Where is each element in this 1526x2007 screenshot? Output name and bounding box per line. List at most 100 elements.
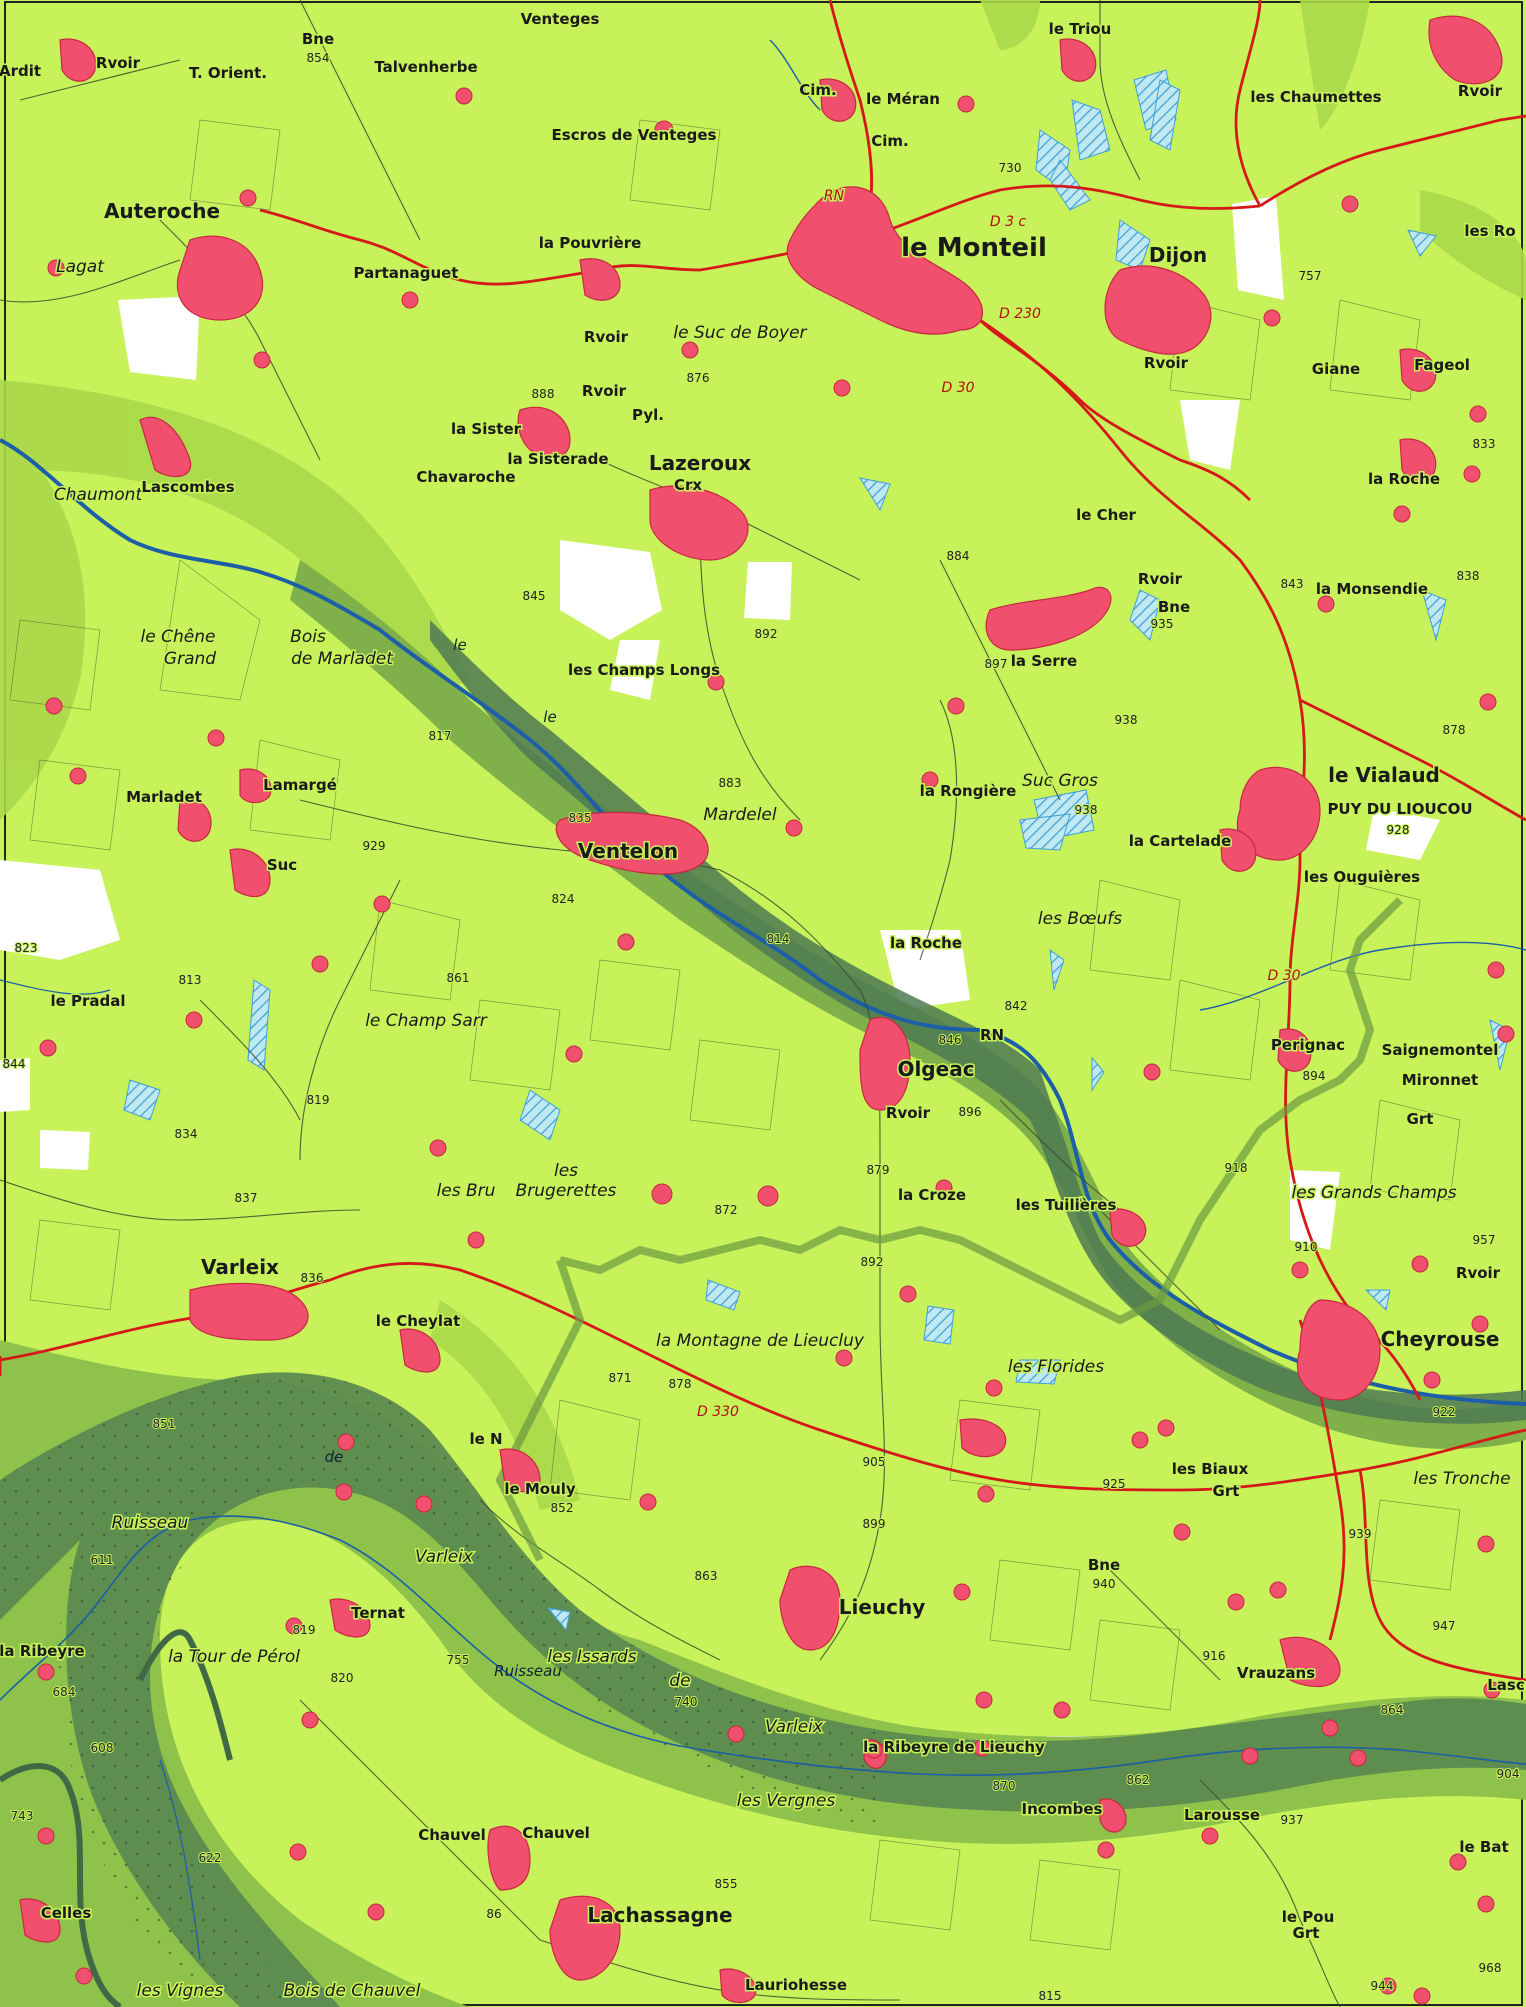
settlement-dijon — [1104, 265, 1212, 355]
label-la-monsendie-45: la Monsendie — [1316, 580, 1428, 598]
label-olgeac-94: Olgeac — [897, 1057, 974, 1081]
forest-shading — [0, 0, 1526, 1510]
label-918-101: 918 — [1225, 1161, 1248, 1175]
label-le-m-ran-8: le Méran — [866, 90, 940, 108]
marladet-valley — [290, 560, 1526, 1449]
settlement-lascombes — [139, 416, 192, 478]
label-le-pou-175: le Pou — [1282, 1908, 1335, 1926]
settlement-la-cartelade — [1219, 828, 1257, 872]
label-brugerettes-104: Brugerettes — [516, 1181, 617, 1201]
label-la-roche-39: la Roche — [1368, 470, 1440, 488]
label-la-roche-80: la Roche — [890, 934, 962, 952]
label-843-44: 843 — [1281, 577, 1304, 591]
marsh-areas — [123, 69, 1511, 1632]
settlement-le-meran — [819, 78, 857, 122]
label-684-154: 684 — [53, 1685, 76, 1699]
label-922-123: 922 — [1433, 1405, 1456, 1419]
label-904-161: 904 — [1497, 1767, 1520, 1781]
label-fageol-27: Fageol — [1414, 356, 1470, 374]
label-813-83: 813 — [179, 973, 202, 987]
label-les-bru-103: les Bru — [437, 1181, 496, 1201]
label-lagat-22: Lagat — [56, 257, 105, 277]
label-chaumont-36: Chaumont — [54, 485, 144, 505]
label-larousse-164: Larousse — [1184, 1806, 1260, 1824]
settlement-olgeac — [859, 1016, 911, 1111]
river-label-le-1: le — [543, 708, 556, 726]
label-le-n-124: le N — [469, 1430, 502, 1448]
label-892-50: 892 — [755, 627, 778, 641]
settlement-chaumettes — [1428, 15, 1503, 85]
label-897-56: 897 — [985, 657, 1008, 671]
label-le-pradal-84: le Pradal — [50, 992, 125, 1010]
label-le-ch-ne-51: le Chêne — [141, 627, 216, 647]
settlement-lachassagne — [549, 1895, 621, 1981]
label-grt-130: Grt — [1213, 1482, 1240, 1500]
settlement-lamarge — [239, 768, 272, 804]
label-perignac-89: Perignac — [1271, 1036, 1345, 1054]
label-863-137: 863 — [695, 1569, 718, 1583]
label-823-79: 823 — [15, 941, 38, 955]
label-rvoir-3: Rvoir — [96, 54, 141, 72]
label-les-florides-119: les Florides — [1008, 1357, 1104, 1377]
label-835-70: 835 — [569, 811, 592, 825]
label-la-cartelade-75: la Cartelade — [1129, 832, 1232, 850]
label-rvoir-25: Rvoir — [1144, 354, 1189, 372]
label-giane-26: Giane — [1312, 360, 1360, 378]
label-lieuchy-141: Lieuchy — [839, 1595, 926, 1619]
label-incombes-163: Incombes — [1022, 1800, 1103, 1818]
label-de-151: de — [669, 1671, 690, 1691]
label-la-ribeyre-144: la Ribeyre — [0, 1642, 85, 1660]
label-grt-98: Grt — [1407, 1110, 1434, 1128]
label-cim-13: Cim. — [871, 132, 908, 150]
settlement-auteroche — [176, 235, 264, 321]
label-855-171: 855 — [715, 1877, 738, 1891]
label-puy-du-lioucou-73: PUY DU LIOUCOU — [1327, 800, 1472, 818]
road-label-d-3-c-4: D 3 c — [990, 214, 1027, 230]
label-le-monteil-16: le Monteil — [901, 233, 1047, 263]
label-730-14: 730 — [999, 161, 1022, 175]
settlement-ventelon — [555, 811, 709, 875]
label-grt-176: Grt — [1293, 1924, 1320, 1942]
label-817-60: 817 — [429, 729, 452, 743]
label-870-159: 870 — [993, 1779, 1016, 1793]
label-mironnet-92: Mironnet — [1402, 1071, 1478, 1089]
farm-dots — [37, 87, 1515, 2005]
settlement-le-mouly — [499, 1448, 541, 1493]
label-chavaroche-38: Chavaroche — [416, 468, 515, 486]
label-bne-47: Bne — [1158, 598, 1190, 616]
settlement-celles — [19, 1898, 61, 1943]
label-888-29: 888 — [532, 387, 555, 401]
settlement-la-pouvriere — [579, 258, 621, 301]
label-le-triou-1: le Triou — [1049, 20, 1112, 38]
label-ventelon-71: Ventelon — [578, 839, 678, 863]
label-rvoir-96: Rvoir — [886, 1104, 931, 1122]
settlement-le-monteil — [786, 186, 984, 335]
label-marladet-62: Marladet — [126, 788, 202, 806]
map-frame — [4, 1, 1523, 2006]
label-la-tour-de-p-rol-145: la Tour de Pérol — [168, 1647, 300, 1667]
label-la-ribeyre-de-lieuchy-157: la Ribeyre de Lieuchy — [863, 1738, 1045, 1756]
label-892-112: 892 — [861, 1255, 884, 1269]
label-vrauzans-149: Vrauzans — [1237, 1664, 1315, 1682]
label-lachassagne-174: Lachassagne — [587, 1903, 732, 1927]
road-label-rn-5: RN — [824, 188, 845, 204]
label-743-166: 743 — [11, 1809, 34, 1823]
settlement-vrauzans — [1279, 1636, 1341, 1688]
label-les-ougui-res-76: les Ouguières — [1304, 868, 1420, 886]
label-947-142: 947 — [1433, 1619, 1456, 1633]
label-talvenherbe-7: Talvenherbe — [374, 58, 477, 76]
label-mardelel-64: Mardelel — [703, 805, 777, 825]
label-622-170: 622 — [199, 1851, 222, 1865]
label-la-sister-31: la Sister — [451, 420, 522, 438]
label-le-mouly-128: le Mouly — [504, 1480, 576, 1498]
road-label-d-30-3: D 30 — [1267, 968, 1300, 984]
label-883-63: 883 — [719, 776, 742, 790]
settlement-les-tuilieres — [1109, 1208, 1147, 1247]
label-les-102: les — [554, 1161, 578, 1181]
settlement-les-biaux — [959, 1418, 1007, 1458]
label-la-serre-57: la Serre — [1011, 652, 1077, 670]
settlement-cheyrouse — [1296, 1299, 1381, 1401]
road-label-d-30-1: D 30 — [941, 380, 974, 396]
